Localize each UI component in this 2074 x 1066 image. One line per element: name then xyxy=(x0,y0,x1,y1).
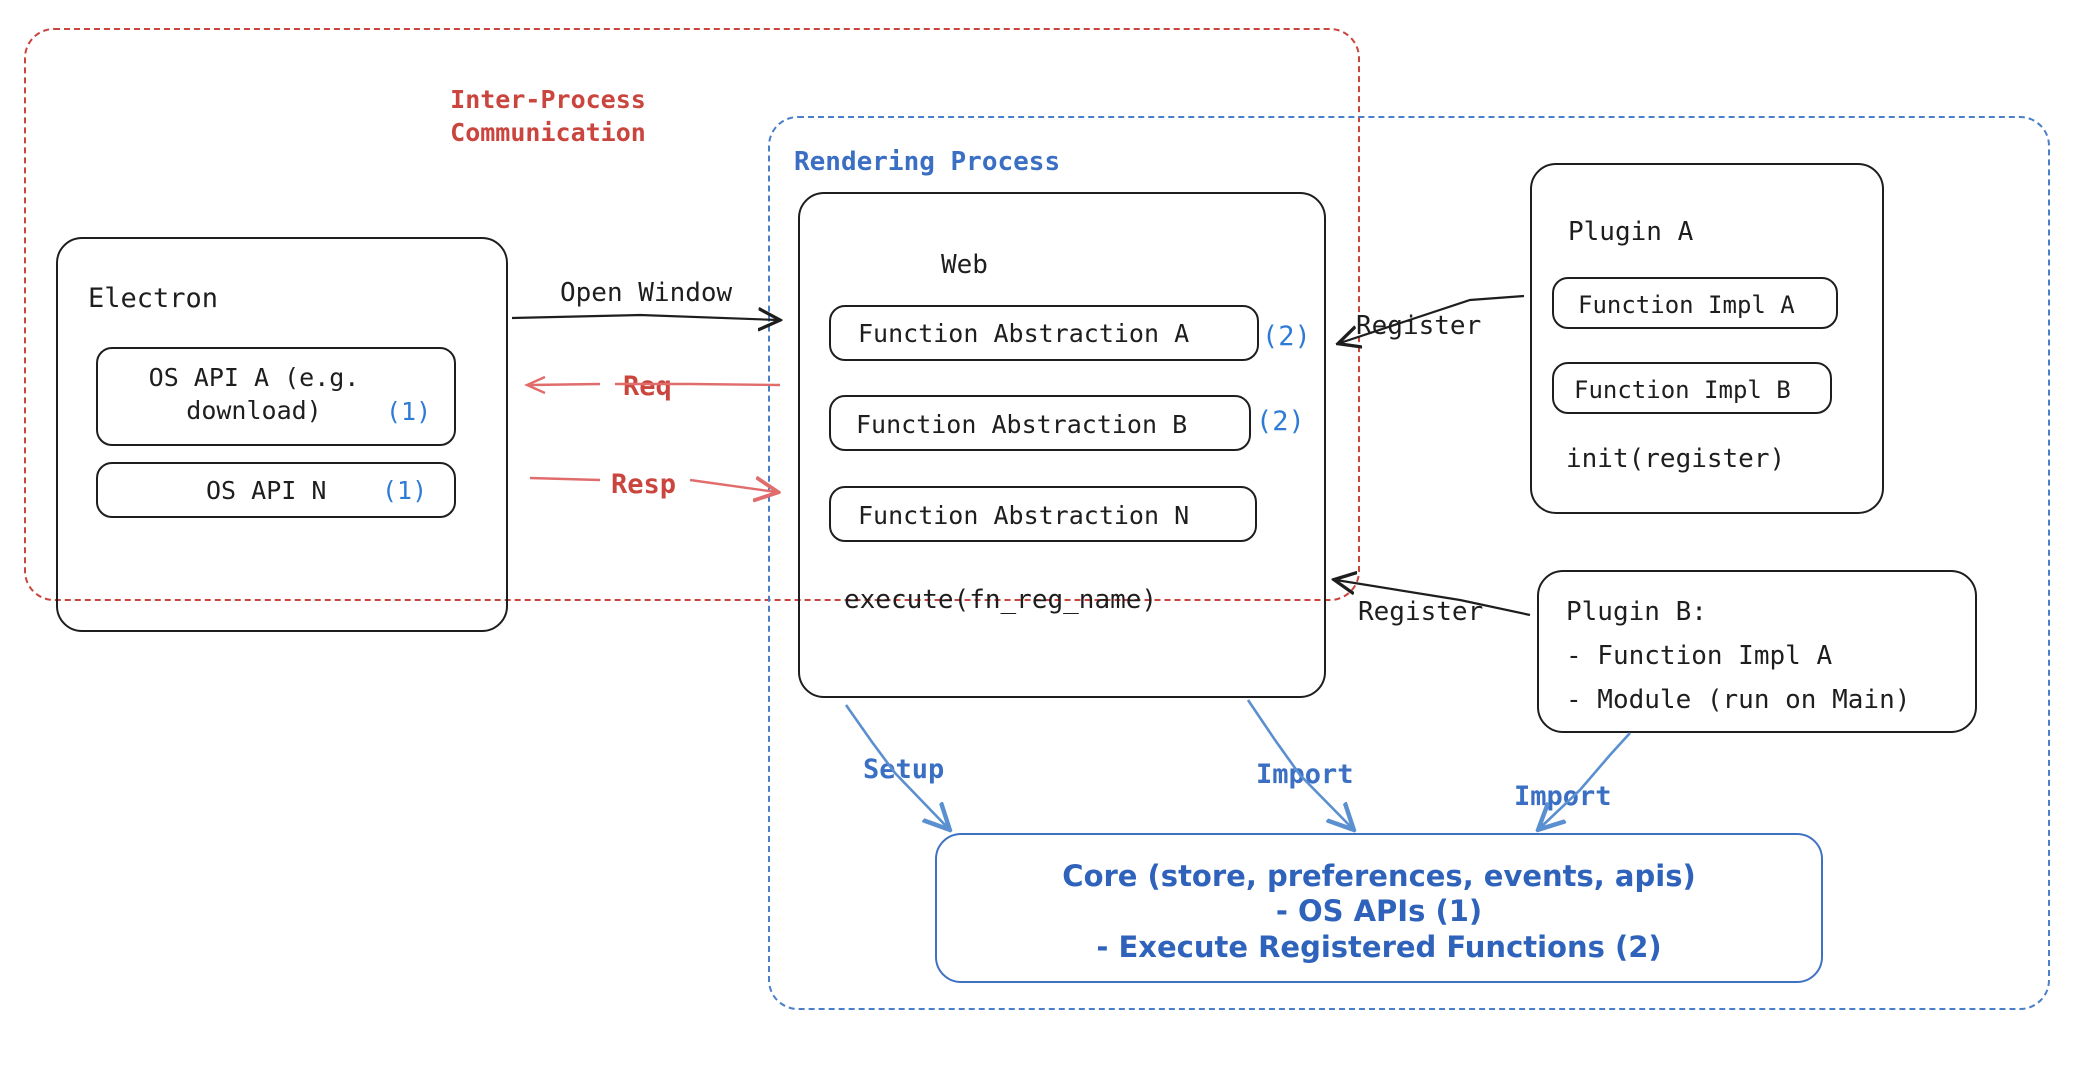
os-api-a-box[interactable] xyxy=(96,347,456,446)
os-api-n-label: OS API N xyxy=(206,476,327,505)
function-abstraction-b-box[interactable] xyxy=(829,395,1251,451)
arrow-label-resp: Resp xyxy=(611,469,677,500)
os-api-n-box[interactable] xyxy=(96,462,456,518)
plugin-b-line-2: - Function Impl A xyxy=(1566,641,1833,671)
core-line-2: - OS APIs (1) xyxy=(1275,894,1483,928)
web-title: Web xyxy=(941,250,988,280)
os-api-n-marker: (1) xyxy=(382,476,428,505)
rendering-process-title: Rendering Process xyxy=(794,147,1061,177)
function-impl-b-box[interactable] xyxy=(1552,362,1832,414)
electron-title: Electron xyxy=(88,283,219,314)
function-impl-b-label: Function Impl B xyxy=(1574,376,1791,404)
arrow-label-req: Req xyxy=(623,371,672,402)
arrow-label-setup: Setup xyxy=(863,754,945,785)
core-box xyxy=(935,833,1823,983)
function-abstraction-n-label: Function Abstraction N xyxy=(858,501,1190,530)
plugin-a-title: Plugin A xyxy=(1568,217,1694,247)
core-line-3: - Execute Registered Functions (2) xyxy=(1096,930,1662,964)
function-abstraction-a-label: Function Abstraction A xyxy=(858,319,1190,348)
arrow-label-register-top: Register xyxy=(1356,311,1482,341)
web-execute-label: execute(fn_reg_name) xyxy=(844,585,1158,615)
os-api-a-label: OS API A (e.g. download) xyxy=(148,363,360,425)
electron-box xyxy=(56,237,508,632)
arrow-label-import-right: Import xyxy=(1514,781,1612,812)
arrow-label-open-window: Open Window xyxy=(560,278,733,308)
function-abstraction-n-box[interactable] xyxy=(829,486,1257,542)
arrow-label-register-bottom: Register xyxy=(1358,597,1484,627)
plugin-b-line-1: Plugin B: xyxy=(1566,597,1707,627)
function-abstraction-b-label: Function Abstraction B xyxy=(856,410,1188,439)
rendering-process-boundary xyxy=(768,116,2050,1010)
ipc-title: Inter-Process Communication xyxy=(450,85,646,147)
arrow-label-import-mid: Import xyxy=(1256,759,1354,790)
web-box xyxy=(798,192,1326,698)
plugin-a-box xyxy=(1530,163,1884,514)
function-impl-a-box[interactable] xyxy=(1552,277,1838,329)
function-abstraction-a-marker: (2) xyxy=(1262,321,1311,352)
function-abstraction-b-marker: (2) xyxy=(1256,406,1305,437)
plugin-a-init-label: init(register) xyxy=(1566,444,1786,474)
os-api-a-marker: (1) xyxy=(386,397,432,426)
core-line-1: Core (store, preferences, events, apis) xyxy=(1062,859,1696,893)
function-impl-a-label: Function Impl A xyxy=(1578,291,1795,319)
plugin-b-line-3: - Module (run on Main) xyxy=(1566,685,1911,715)
function-abstraction-a-box[interactable] xyxy=(829,305,1259,361)
plugin-b-box xyxy=(1537,570,1977,733)
